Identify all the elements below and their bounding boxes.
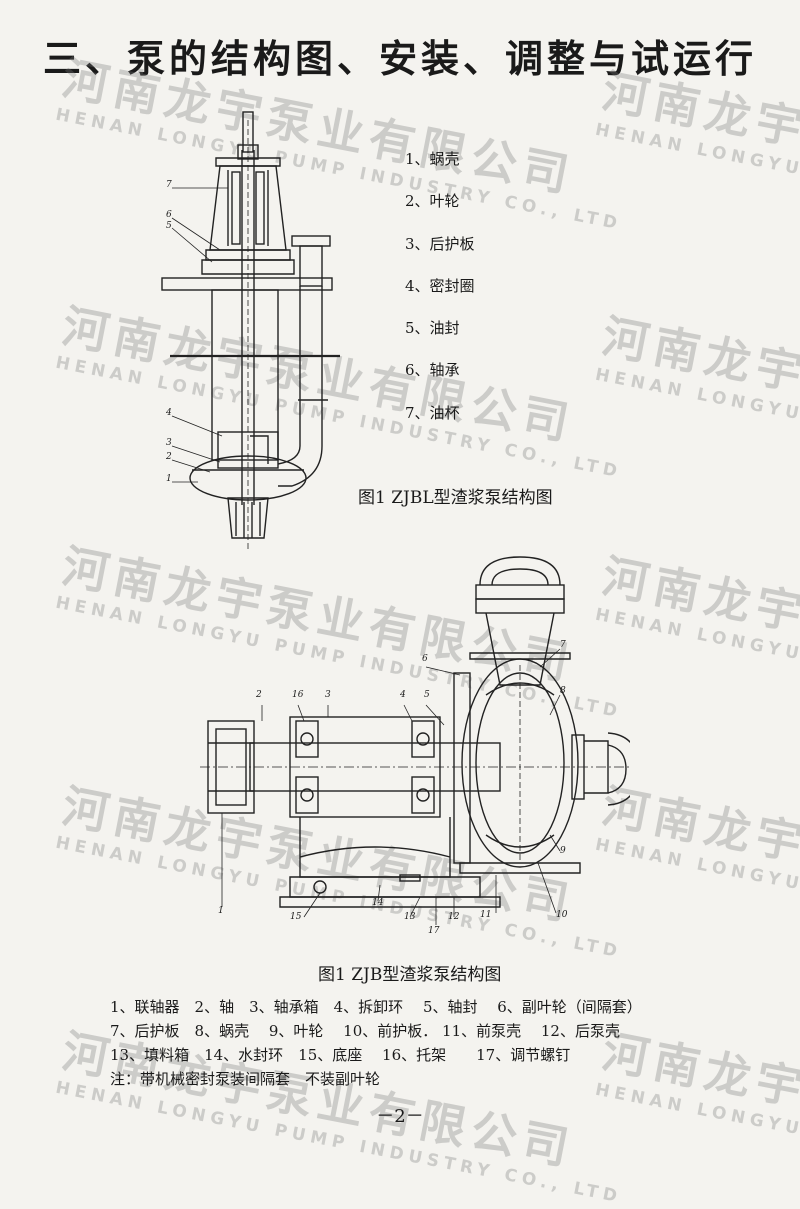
callout-label: 5 — [166, 221, 172, 231]
callout-label: 9 — [560, 846, 566, 856]
callout-label: 7 — [560, 640, 566, 650]
callout-label: 3 — [325, 690, 331, 700]
part-list: 1、蜗壳 2、叶轮 3、后护板 4、密封圈 5、油封 6、轴承 7、油杯 — [405, 148, 475, 444]
callout-label: 10 — [556, 910, 568, 920]
part-item: 5、油封 — [405, 319, 460, 338]
callout-label: 4 — [166, 408, 172, 418]
callout-label: 7 — [166, 180, 172, 190]
callout-label: 13 — [404, 912, 416, 922]
part-item: 2、叶轮 — [405, 192, 460, 211]
callout-label: 14 — [372, 898, 384, 908]
part-item: 3、后护板 — [405, 234, 475, 253]
callout-label: 2 — [256, 690, 262, 700]
part-item: 7、油杯 — [405, 403, 460, 422]
callout-label: 6 — [422, 654, 428, 664]
part-item: 6、轴承 — [405, 361, 460, 380]
callout-label: 4 — [400, 690, 406, 700]
callout-label: 16 — [292, 690, 304, 700]
callout-label: 6 — [166, 210, 172, 220]
legend-note: 注：带机械密封泵装间隔套 不装副叶轮 — [110, 1070, 381, 1088]
callout-label: 3 — [166, 438, 172, 448]
page-number: －2－ — [376, 1106, 424, 1127]
horizontal-pump-drawing — [200, 556, 630, 925]
callout-label: 12 — [448, 912, 460, 922]
callout-label: 11 — [480, 910, 492, 920]
callout-label: 2 — [166, 452, 172, 462]
callout-label: 17 — [428, 926, 440, 936]
callout-label: 15 — [290, 912, 302, 922]
legend-line: 1、联轴器 2、轴 3、轴承箱 4、拆卸环 5、轴封 6、副叶轮（间隔套） — [110, 998, 642, 1016]
callout-label: 5 — [424, 690, 430, 700]
page-title: 三、泵的结构图、安装、调整与试运行 — [42, 37, 757, 81]
legend-line: 13、填料箱 14、水封环 15、底座 16、托架 17、调节螺钉 — [110, 1046, 571, 1064]
vertical-pump-drawing — [161, 111, 340, 550]
part-item: 4、密封圈 — [405, 276, 475, 295]
callout-label: 1 — [166, 474, 172, 484]
figure-caption: 图1 ZJBL型渣浆泵结构图 — [358, 488, 553, 508]
callout-label: 8 — [560, 686, 566, 696]
parts-legend: 1、联轴器 2、轴 3、轴承箱 4、拆卸环 5、轴封 6、副叶轮（间隔套） 7、… — [110, 995, 642, 1091]
figure-caption: 图1 ZJB型渣浆泵结构图 — [318, 965, 502, 985]
part-item: 1、蜗壳 — [405, 150, 460, 168]
legend-line: 7、后护板 8、蜗壳 9、叶轮 10、前护板． 11、前泵壳 12、后泵壳 — [110, 1022, 620, 1040]
callout-label: 1 — [218, 906, 224, 916]
